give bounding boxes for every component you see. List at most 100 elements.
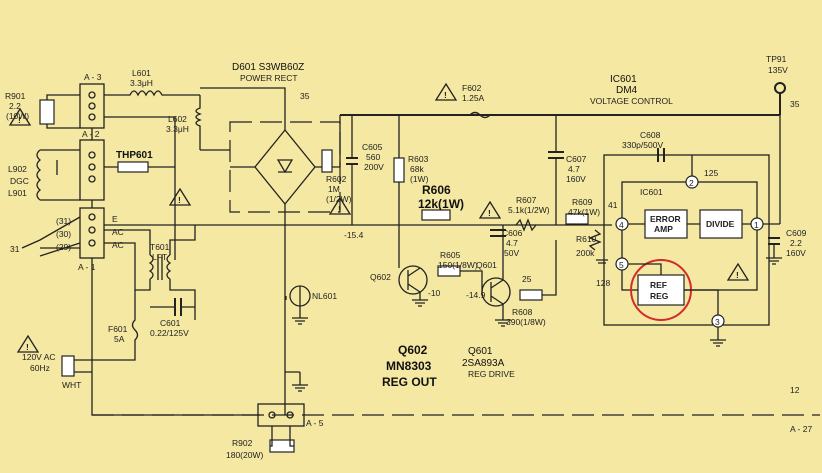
svg-text:D601 S3WB60Z: D601 S3WB60Z [232, 62, 304, 73]
svg-text:T601: T601 [150, 242, 170, 252]
resistor-r606: R606 12k(1W) [418, 183, 464, 221]
ic601-header: IC601 DM4 VOLTAGE CONTROL [590, 74, 673, 106]
svg-text:5A: 5A [114, 334, 125, 344]
svg-text:200V: 200V [364, 162, 384, 172]
connector-a5: A - 5 [257, 403, 324, 428]
svg-text:3.3μH: 3.3μH [130, 78, 153, 88]
thermistor-thp601: THP601 [116, 150, 153, 173]
q602-caption: Q602 MN8303 REG OUT [382, 343, 437, 389]
svg-text:390(1/8W): 390(1/8W) [506, 317, 546, 327]
neon-lamp-nl601: NL601 [289, 285, 337, 307]
svg-text:AMP: AMP [654, 224, 673, 234]
svg-text:5: 5 [619, 260, 624, 270]
svg-text:R901: R901 [5, 91, 26, 101]
svg-text:1: 1 [754, 220, 759, 230]
svg-text:R606: R606 [422, 183, 451, 197]
svg-text:NL601: NL601 [312, 291, 337, 301]
warning-icon: ! ! ! ! ! ! ! [8, 82, 750, 353]
capacitor-c608: C608 330p/500V [622, 130, 665, 162]
svg-text:TP91: TP91 [766, 54, 787, 64]
svg-text:!: ! [488, 208, 491, 218]
svg-text:!: ! [736, 270, 739, 280]
svg-text:(30): (30) [56, 229, 71, 239]
svg-text:F602: F602 [462, 83, 482, 93]
svg-text:3.3μH: 3.3μH [166, 124, 189, 134]
svg-text:A - 5: A - 5 [306, 418, 324, 428]
ground-icon [292, 257, 782, 392]
svg-text:4: 4 [619, 220, 624, 230]
resistor-r609: R609 47k(1W) [565, 197, 600, 225]
svg-text:0.22/125V: 0.22/125V [150, 328, 189, 338]
svg-text:R608: R608 [512, 307, 533, 317]
svg-text:C606: C606 [502, 228, 523, 238]
svg-text:120V AC: 120V AC [22, 352, 56, 362]
capacitor-c606: C606 4.7 50V [490, 228, 523, 258]
svg-text:Q602: Q602 [370, 272, 391, 282]
svg-text:2.2: 2.2 [790, 238, 802, 248]
svg-text:C607: C607 [566, 154, 587, 164]
svg-text:ERROR: ERROR [650, 214, 681, 224]
resistor-r608: R608 390(1/8W) [506, 289, 546, 327]
svg-text:2.2: 2.2 [9, 101, 21, 111]
svg-text:R609: R609 [572, 197, 593, 207]
svg-text:REF: REF [650, 280, 667, 290]
svg-text:150(1/8W): 150(1/8W) [438, 260, 478, 270]
svg-text:R603: R603 [408, 154, 429, 164]
svg-text:L902: L902 [8, 164, 27, 174]
resistor-r605: R605 150(1/8W) [437, 250, 478, 277]
svg-text:68k: 68k [410, 164, 424, 174]
svg-text:50V: 50V [504, 248, 519, 258]
svg-text:IC601: IC601 [610, 74, 637, 85]
svg-text:!: ! [26, 342, 29, 352]
svg-text:A - 2: A - 2 [82, 129, 100, 139]
svg-text:(10W): (10W) [6, 111, 29, 121]
svg-text:R605: R605 [440, 250, 461, 260]
svg-text:25: 25 [522, 274, 532, 284]
inductor-l602: L602 3.3μH [166, 95, 202, 150]
resistor-r603: R603 68k (1W) [393, 154, 429, 184]
svg-text:THP601: THP601 [116, 150, 153, 161]
connector-a3: A - 3 [79, 72, 105, 129]
inductor-l601: L601 3.3μH [104, 68, 200, 97]
svg-text:A - 3: A - 3 [84, 72, 102, 82]
svg-text:135V: 135V [768, 65, 788, 75]
svg-text:Q602: Q602 [398, 343, 428, 357]
svg-text:C605: C605 [362, 142, 383, 152]
svg-text:WHT: WHT [62, 380, 81, 390]
capacitor-c607: C607 4.7 160V [548, 151, 587, 184]
svg-text:4.7: 4.7 [568, 164, 580, 174]
svg-text:R610: R610 [576, 234, 597, 244]
svg-text:60Hz: 60Hz [30, 363, 50, 373]
svg-text:DM4: DM4 [616, 85, 638, 96]
svg-text:A - 1: A - 1 [78, 262, 96, 272]
svg-text:35: 35 [790, 99, 800, 109]
connector-a1: A - 1 [78, 207, 105, 272]
svg-text:3: 3 [715, 317, 720, 327]
svg-text:AC: AC [112, 227, 124, 237]
ic601-block: IC601 ERROR AMP DIVIDE REF REG [603, 154, 770, 326]
svg-text:(31): (31) [56, 216, 71, 226]
svg-text:1M: 1M [328, 184, 340, 194]
fuse-f602: F602 1.25A [462, 83, 491, 119]
svg-text:47k(1W): 47k(1W) [568, 207, 600, 217]
svg-text:Q601: Q601 [476, 260, 497, 270]
resistor-r610: R610 200k [576, 229, 602, 258]
svg-text:DGC: DGC [10, 176, 29, 186]
svg-text:C601: C601 [160, 318, 181, 328]
svg-text:-15.4: -15.4 [344, 230, 364, 240]
svg-text:4.7: 4.7 [506, 238, 518, 248]
svg-text:!: ! [178, 195, 181, 205]
svg-text:560: 560 [366, 152, 380, 162]
svg-text:Q601: Q601 [468, 346, 493, 357]
svg-text:35: 35 [300, 91, 310, 101]
svg-text:C609: C609 [786, 228, 807, 238]
svg-text:R607: R607 [516, 195, 537, 205]
resistor-r902: R902 180(20W) [226, 438, 295, 460]
svg-text:(1/2W): (1/2W) [326, 194, 352, 204]
svg-text:L602: L602 [168, 114, 187, 124]
svg-text:IC601: IC601 [640, 187, 663, 197]
svg-text:(29): (29) [56, 242, 71, 252]
svg-text:-14.9: -14.9 [466, 290, 486, 300]
svg-text:VOLTAGE CONTROL: VOLTAGE CONTROL [590, 96, 673, 106]
